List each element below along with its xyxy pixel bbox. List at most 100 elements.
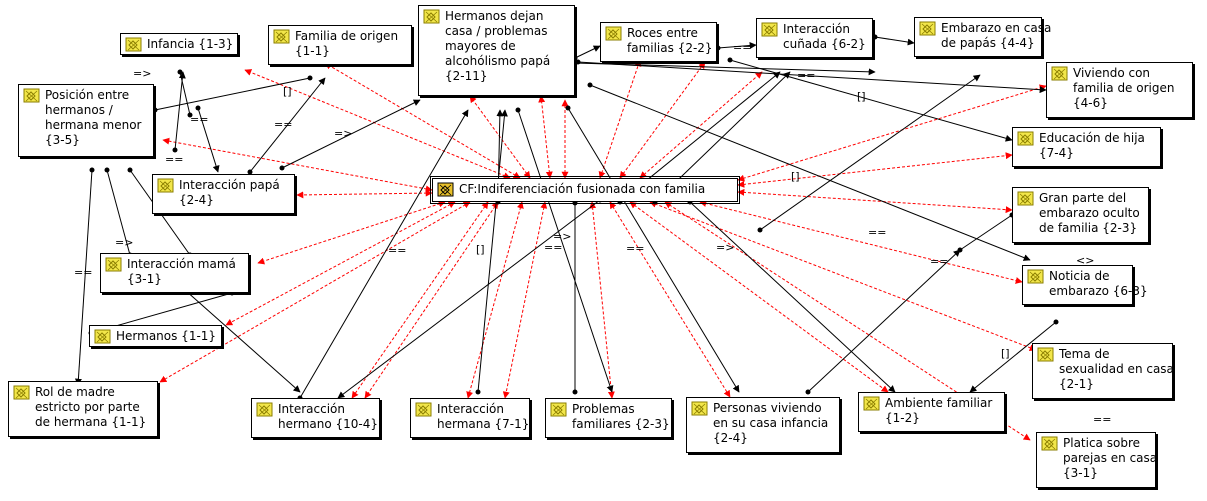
node-hermanos-dejan-casa[interactable]: Hermanos dejan casa / problemas mayores … (418, 5, 575, 96)
relation-link (572, 45, 601, 61)
relation-link (475, 109, 508, 395)
node-label: de familia {2-3} (1039, 221, 1138, 235)
node-educacion-de-hija[interactable]: Educación de hija {7-4} (1012, 127, 1161, 167)
node-label: Educación de hija (1039, 131, 1145, 145)
code-icon (94, 329, 111, 344)
node-interaccion-cunada[interactable]: Interacción cuñada {6-2} (756, 18, 873, 58)
relation-link (177, 69, 193, 118)
code-icon (1037, 347, 1054, 362)
code-icon (256, 402, 273, 417)
relation-label: => (334, 127, 353, 140)
node-label: familias {2-2} (627, 41, 713, 55)
associated-link (737, 152, 1013, 188)
code-icon (919, 21, 936, 36)
relation-label: [] (857, 90, 866, 103)
node-rol-de-madre[interactable]: Rol de madre estricto por parte de herma… (8, 381, 158, 437)
relation-label: == (74, 266, 93, 279)
code-icon (1051, 66, 1068, 81)
relation-link (757, 74, 981, 233)
node-label: Roces entre (627, 26, 698, 40)
node-label: {4-6} (1073, 96, 1108, 110)
relation-label: [] (476, 243, 485, 256)
node-label: Viviendo con (1073, 66, 1151, 80)
node-label: Tema de (1059, 347, 1110, 361)
node-problemas-familiares[interactable]: Problemas familiares {2-3} (545, 398, 672, 438)
relation-label: <> (1076, 254, 1095, 267)
relation-link (195, 105, 220, 173)
code-icon (1017, 131, 1034, 146)
node-label: Problemas (572, 402, 635, 416)
associated-link (296, 189, 433, 199)
node-label: familia de origen (1073, 81, 1175, 95)
associated-link (609, 201, 731, 398)
relation-link (565, 105, 740, 393)
node-label: embarazo oculto (1039, 206, 1140, 220)
relation-label: == (1093, 413, 1112, 426)
node-core-category[interactable]: CF:Indiferenciación fusionada con famili… (430, 176, 740, 204)
relation-link (297, 109, 469, 401)
relation-label: => (115, 236, 134, 249)
relation-label: [] (791, 170, 800, 183)
code-icon (423, 9, 440, 24)
associated-link (225, 201, 456, 326)
node-label: {3-1} (1063, 466, 1098, 480)
associated-link (466, 201, 524, 399)
relation-link (872, 34, 915, 46)
node-ambiente-familiar[interactable]: Ambiente familiar {1-2} (858, 392, 1005, 432)
code-icon (273, 29, 290, 44)
node-embarazo-oculto[interactable]: Gran parte del embarazo oculto de famili… (1012, 187, 1149, 243)
associated-link (589, 201, 615, 399)
code-icon (1041, 436, 1058, 451)
associated-link (649, 200, 1037, 352)
relation-link (715, 42, 757, 51)
code-icon (691, 401, 708, 416)
node-label: {2-11} (445, 69, 488, 83)
node-label: sexualidad en casa (1059, 362, 1174, 376)
associated-link (737, 188, 1013, 214)
node-label: cuñada {6-2} (783, 37, 866, 51)
node-label: embarazo {6-3} (1049, 284, 1148, 298)
node-label: CF:Indiferenciación fusionada con famili… (459, 182, 706, 196)
node-familia-de-origen[interactable]: Familia de origen {1-1} (268, 25, 412, 65)
code-icon (1027, 269, 1044, 284)
node-label: {2-4} (713, 431, 748, 445)
node-label: Platica sobre (1063, 436, 1140, 450)
node-label: Hermanos dejan (445, 9, 544, 23)
node-platica-sobre-parejas[interactable]: Platica sobre parejas en casa {3-1} (1036, 432, 1158, 488)
code-icon (761, 22, 778, 37)
node-label: hermana {7-1} (437, 417, 530, 431)
associated-link (538, 95, 553, 179)
core-code-icon (437, 182, 454, 197)
node-viviendo-con-familia[interactable]: Viviendo con familia de origen {4-6} (1046, 62, 1193, 118)
relation-label: == (388, 244, 407, 257)
node-label: Hermanos {1-1} (116, 329, 217, 343)
node-tema-de-sexualidad[interactable]: Tema de sexualidad en casa {2-1} (1032, 343, 1174, 399)
node-label: Interacción (278, 402, 345, 416)
relation-label: [] (283, 85, 292, 98)
node-label: de hermana {1-1} (35, 415, 147, 429)
node-label: Posición entre (45, 88, 130, 102)
node-noticia-de-embarazo[interactable]: Noticia de embarazo {6-3} (1022, 265, 1148, 305)
node-label: Embarazo en casa (941, 21, 1052, 35)
relation-label: => (716, 241, 735, 254)
node-interaccion-papa[interactable]: Interacción papá {2-4} (152, 174, 295, 214)
code-icon (105, 257, 122, 272)
node-personas-viviendo[interactable]: Personas viviendo en su casa infancia {2… (686, 397, 840, 453)
node-label: Ambiente familiar (885, 396, 993, 410)
code-icon (125, 37, 142, 52)
node-embarazo-en-casa[interactable]: Embarazo en casa de papás {4-4} (914, 17, 1052, 57)
node-roces-entre-familias[interactable]: Roces entre familias {2-2} (600, 22, 717, 62)
associated-links (159, 59, 1047, 441)
node-interaccion-hermano[interactable]: Interacción hermano {10-4} (251, 398, 380, 438)
node-label: parejas en casa (1063, 451, 1158, 465)
node-infancia[interactable]: Infancia {1-3} (120, 33, 238, 55)
node-hermanos[interactable]: Hermanos {1-1} (89, 325, 222, 347)
relation-label: == (797, 69, 816, 82)
node-posicion-entre-hermanos[interactable]: Posición entre hermanos / hermana menor … (18, 84, 154, 157)
node-interaccion-hermana[interactable]: Interacción hermana {7-1} (410, 398, 530, 438)
relation-label: => (133, 67, 152, 80)
node-label: {1-1} (295, 44, 330, 58)
associated-link (699, 200, 1023, 284)
node-label: hermana menor (45, 118, 142, 132)
node-interaccion-mama[interactable]: Interacción mamá {3-1} (100, 253, 249, 293)
